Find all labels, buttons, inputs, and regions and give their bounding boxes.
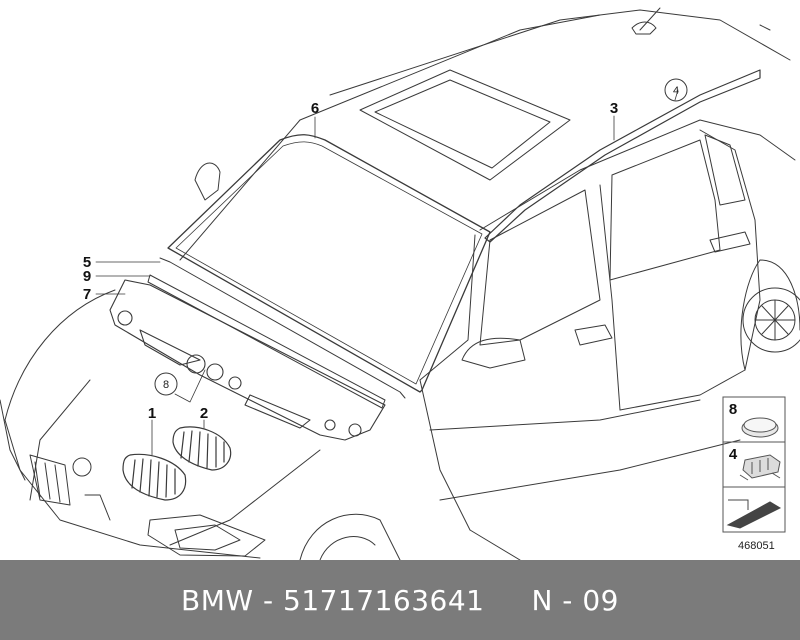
- callout-3: 3: [610, 100, 618, 117]
- car-exploded-view: 6 3 4 5 9 7 8 1 2 8 4: [0, 7, 800, 561]
- callout-6: 6: [311, 100, 319, 117]
- callout-circle-4: [664, 78, 688, 102]
- callout-1: 1: [148, 405, 156, 422]
- part-5-seal: [159, 257, 406, 399]
- part-9-seal: [147, 274, 386, 409]
- callout-4: 4: [673, 85, 679, 97]
- arrow-symbol-icon: [726, 499, 782, 529]
- diagram-reference-number: 468051: [738, 540, 775, 552]
- car-body-outline: [0, 7, 800, 561]
- callout-7: 7: [83, 286, 91, 303]
- part-2-kidney-grille-right: [172, 426, 232, 471]
- parts-diagram: 6 3 4 5 9 7 8 1 2 8 4 468051: [0, 7, 800, 561]
- clip-icon: [739, 454, 781, 481]
- part-6-windscreen: [167, 134, 491, 393]
- callout-8: 8: [163, 379, 169, 391]
- callout-5: 5: [83, 254, 91, 271]
- callout-9: 9: [83, 268, 91, 285]
- part-3-roof-moulding: [484, 69, 761, 243]
- part-number-caption: BMW - 51717163641 N - 09: [181, 583, 619, 617]
- part-7-cowl-panel: [109, 279, 386, 441]
- footer-bar: BMW - 51717163641 N - 09: [0, 560, 800, 640]
- leader-lines: [95, 89, 679, 456]
- legend-label-8: 8: [729, 401, 737, 418]
- callout-2: 2: [200, 405, 208, 422]
- parts-legend: [722, 396, 786, 533]
- legend-label-4: 4: [729, 446, 738, 463]
- callout-circle-8: [154, 372, 178, 396]
- grommet-plug-icon: [741, 417, 779, 438]
- part-1-kidney-grille-left: [122, 453, 187, 501]
